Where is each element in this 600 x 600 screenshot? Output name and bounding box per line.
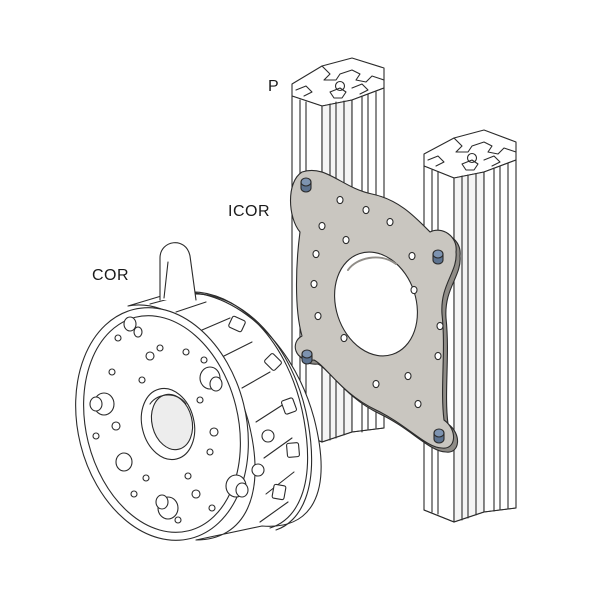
bolt-top-left [300,177,312,193]
icor-mounting-plate [290,169,461,453]
cor-rotary-ring [75,242,322,541]
bolt-bottom-left [301,349,313,365]
bolt-top-right [432,249,444,265]
label-cor: COR [92,267,130,284]
label-icor: ICOR [228,203,270,220]
bolt-bottom-right [433,428,445,444]
label-profile: P [268,78,280,95]
